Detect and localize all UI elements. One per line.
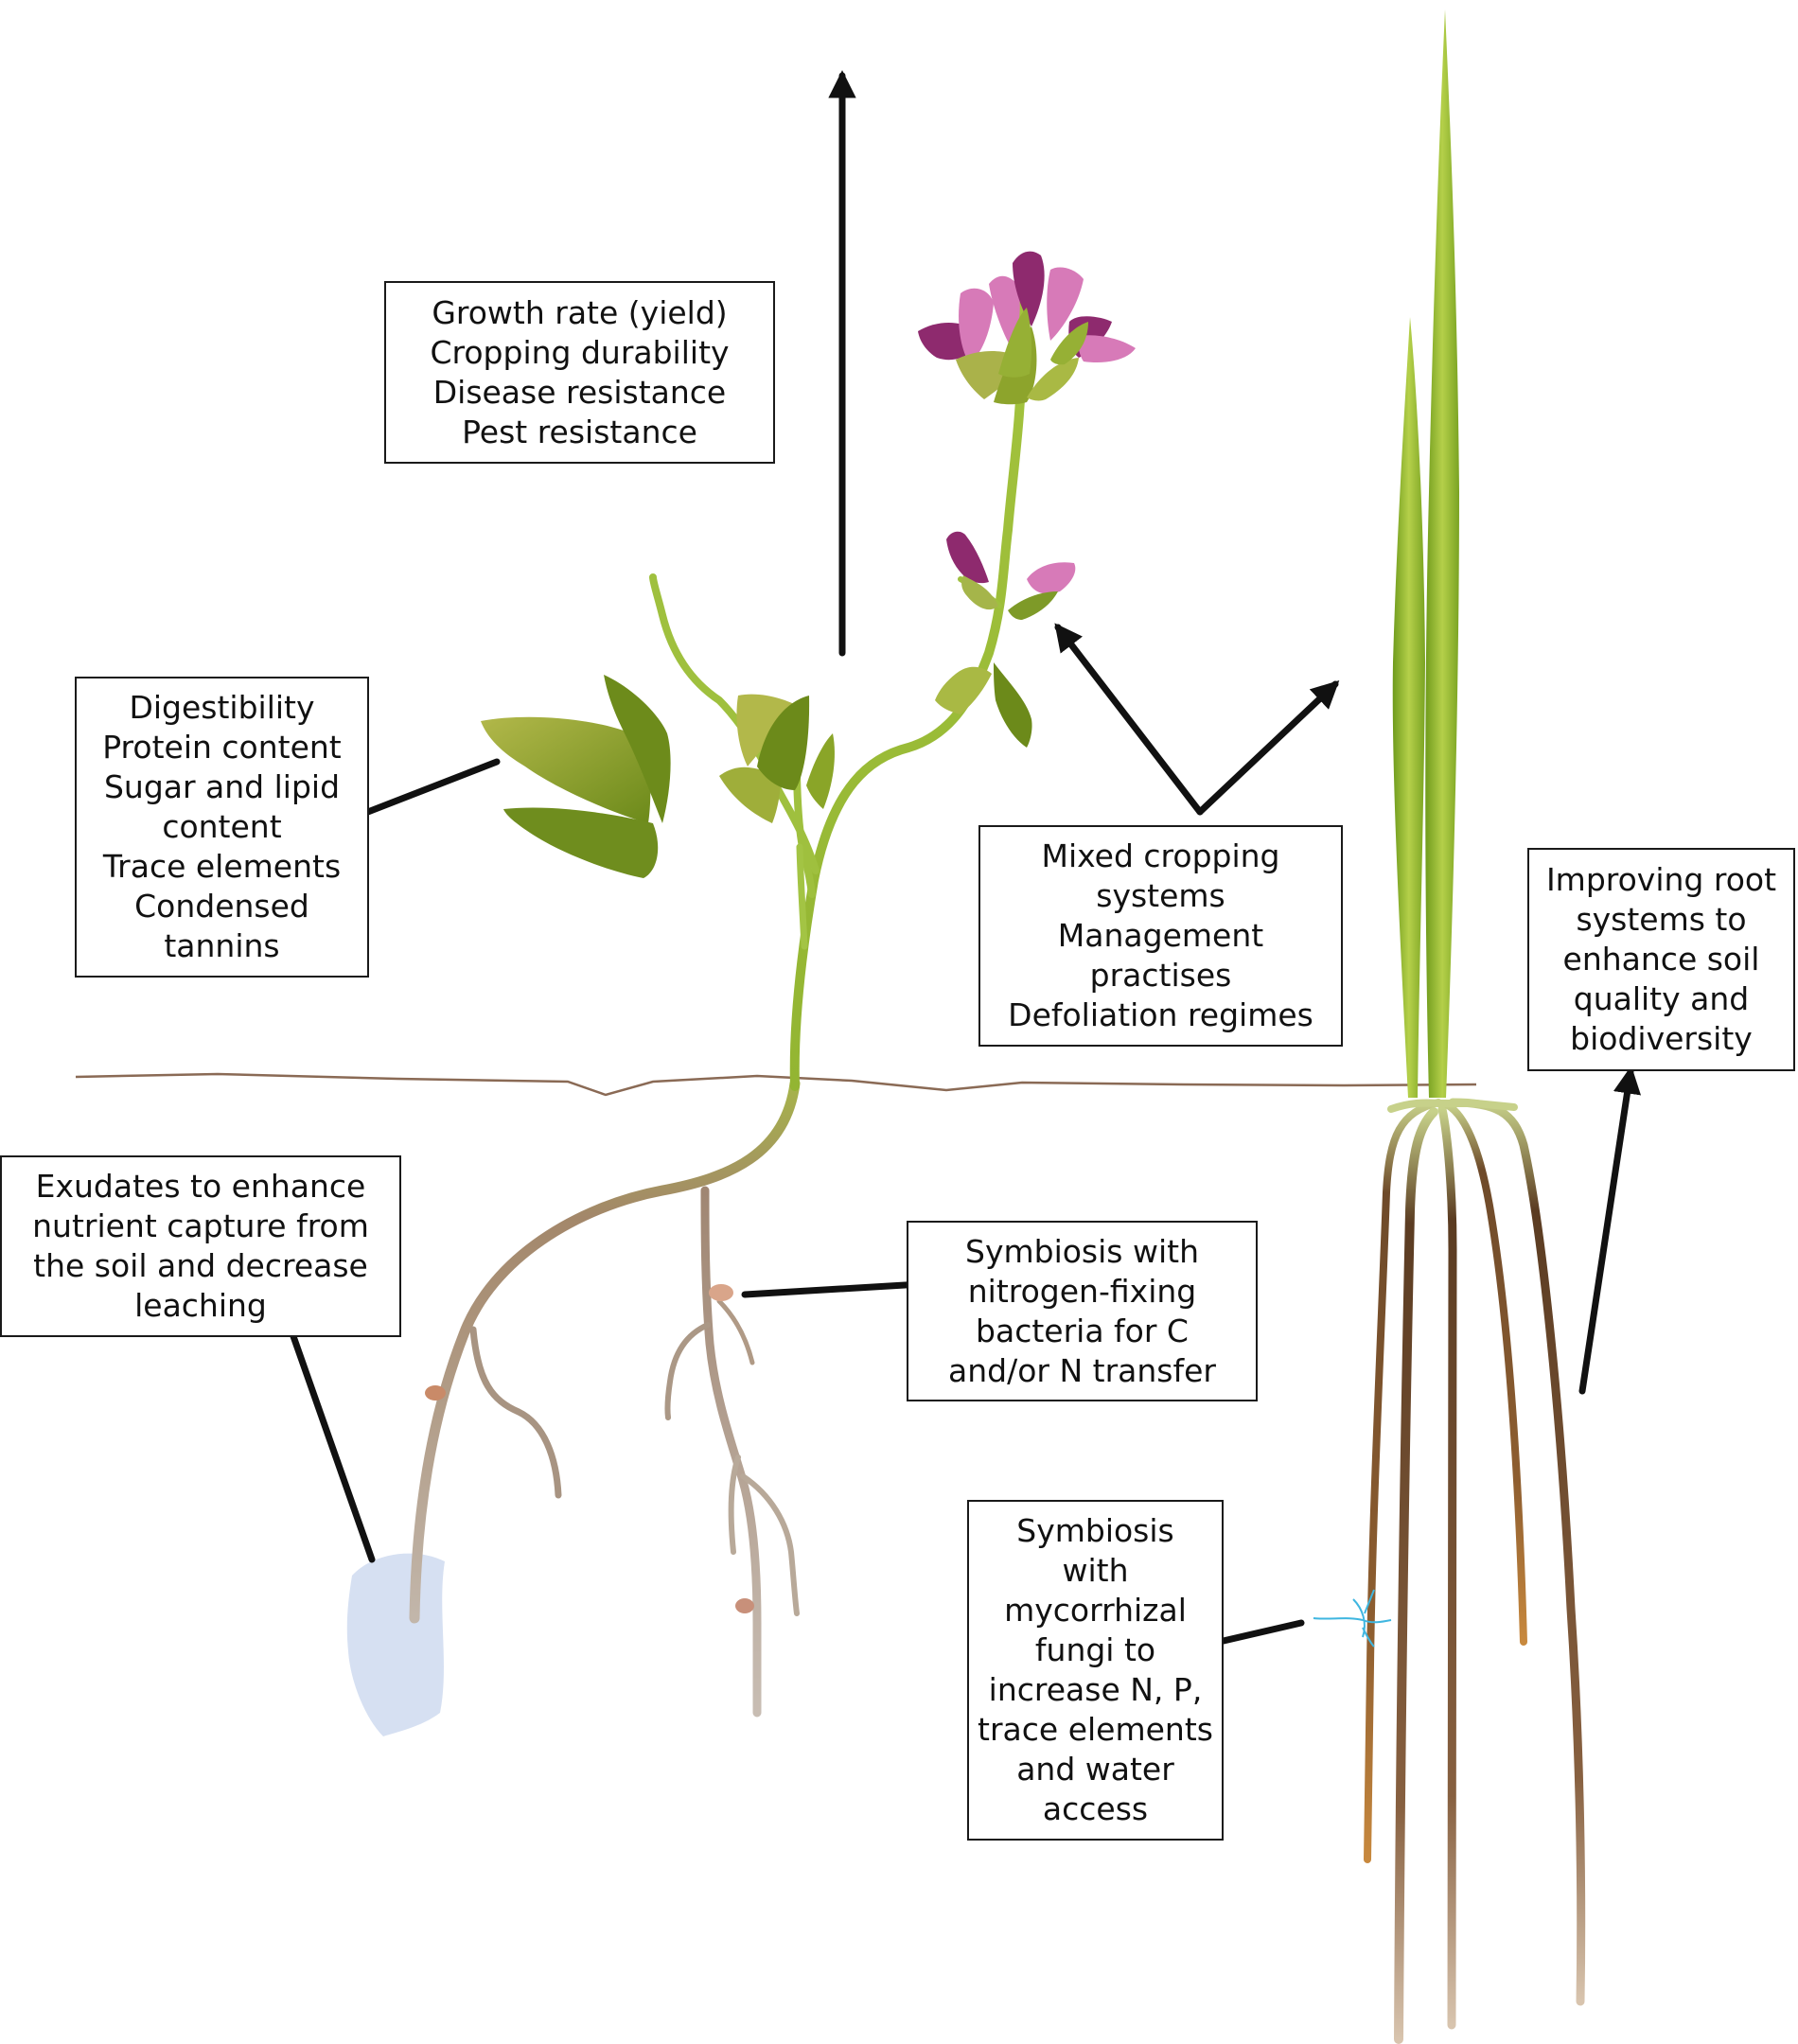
roots-line-4: quality and bbox=[1573, 980, 1750, 1017]
soil-surface-line bbox=[75, 1072, 1477, 1097]
arrow-mixed-right bbox=[1196, 679, 1340, 816]
grass-plant bbox=[1313, 9, 1586, 2044]
quality-line-1: Digestibility bbox=[129, 689, 315, 726]
growth-line-4: Pest resistance bbox=[462, 413, 697, 450]
forage-quality-box: Digestibility Protein content Sugar and … bbox=[75, 677, 369, 978]
grass-blade bbox=[1425, 9, 1459, 1098]
nitrogen-line-3: bacteria for C bbox=[976, 1312, 1189, 1349]
nitrogen-line-4: and/or N transfer bbox=[948, 1351, 1216, 1389]
mixed-line-3: Management bbox=[1057, 917, 1264, 954]
root-systems-box: Improving root systems to enhance soil q… bbox=[1527, 848, 1795, 1071]
exudates-line-1: Exudates to enhance bbox=[35, 1168, 366, 1205]
exudates-line-2: nutrient capture from bbox=[32, 1207, 369, 1244]
quality-line-7: tannins bbox=[164, 927, 280, 964]
exudates-box: Exudates to enhance nutrient capture fro… bbox=[0, 1155, 401, 1337]
legume-roots bbox=[409, 1078, 801, 1718]
mycorrhizal-hypha bbox=[1313, 1589, 1392, 1648]
mixed-line-1: Mixed cropping bbox=[1041, 837, 1280, 874]
root-nodule bbox=[425, 1385, 446, 1401]
nitrogen-line-1: Symbiosis with bbox=[965, 1232, 1199, 1270]
mixed-line-5: Defoliation regimes bbox=[1008, 996, 1313, 1033]
mycorrhiza-line-5: increase N, P, bbox=[988, 1671, 1203, 1708]
quality-line-6: Condensed bbox=[134, 888, 309, 925]
mycorrhizal-box: Symbiosis with mycorrhizal fungi to incr… bbox=[967, 1500, 1224, 1841]
root-exudate-patch bbox=[346, 1553, 445, 1736]
growth-line-3: Disease resistance bbox=[432, 373, 727, 411]
legume-flower-head bbox=[918, 251, 1136, 405]
grass-blade bbox=[1392, 317, 1425, 1098]
mixed-line-4: practises bbox=[1089, 957, 1232, 994]
mycorrhiza-line-6: trace elements bbox=[978, 1711, 1213, 1748]
quality-line-3: Sugar and lipid bbox=[103, 768, 341, 805]
roots-line-1: Improving root bbox=[1545, 861, 1777, 898]
roots-line-5: biodiversity bbox=[1570, 1020, 1753, 1057]
root-nodule bbox=[709, 1284, 733, 1301]
mycorrhiza-line-3: mycorrhizal bbox=[1004, 1592, 1187, 1629]
mycorrhiza-line-7: and water bbox=[1016, 1751, 1174, 1788]
growth-line-2: Cropping durability bbox=[430, 333, 730, 371]
diagram-arrows bbox=[275, 70, 1642, 1658]
legume-leaves bbox=[481, 662, 1032, 878]
exudates-line-4: leaching bbox=[134, 1287, 267, 1324]
roots-line-3: enhance soil bbox=[1562, 941, 1760, 978]
growth-traits-box: Growth rate (yield) Cropping durability … bbox=[384, 281, 775, 464]
mycorrhiza-line-2: with bbox=[1062, 1552, 1129, 1589]
root-nodule bbox=[735, 1598, 754, 1613]
arrow-to-roots bbox=[1578, 1066, 1642, 1395]
nitrogen-fixing-box: Symbiosis with nitrogen-fixing bacteria … bbox=[907, 1221, 1258, 1401]
mycorrhiza-line-8: access bbox=[1042, 1790, 1149, 1827]
nitrogen-line-2: nitrogen-fixing bbox=[967, 1272, 1197, 1310]
quality-line-4: content bbox=[162, 808, 282, 845]
mixed-line-2: systems bbox=[1096, 877, 1225, 914]
quality-line-5: Trace elements bbox=[102, 848, 342, 885]
roots-line-2: systems to bbox=[1576, 901, 1747, 938]
arrow-to-exudates bbox=[275, 1298, 376, 1563]
exudates-line-3: the soil and decrease bbox=[33, 1247, 368, 1284]
legume-plant bbox=[346, 251, 1136, 1736]
mycorrhiza-line-4: fungi to bbox=[1034, 1631, 1156, 1668]
arrow-to-nitrogen bbox=[741, 1270, 943, 1299]
growth-line-1: Growth rate (yield) bbox=[432, 293, 728, 331]
legume-flower-buds bbox=[946, 531, 1076, 620]
grass-roots bbox=[1364, 1098, 1586, 2044]
quality-line-2: Protein content bbox=[102, 729, 342, 766]
arrow-mixed-left bbox=[1054, 623, 1204, 816]
mixed-cropping-box: Mixed cropping systems Management practi… bbox=[978, 825, 1343, 1047]
mycorrhiza-line-1: Symbiosis bbox=[1016, 1512, 1174, 1549]
